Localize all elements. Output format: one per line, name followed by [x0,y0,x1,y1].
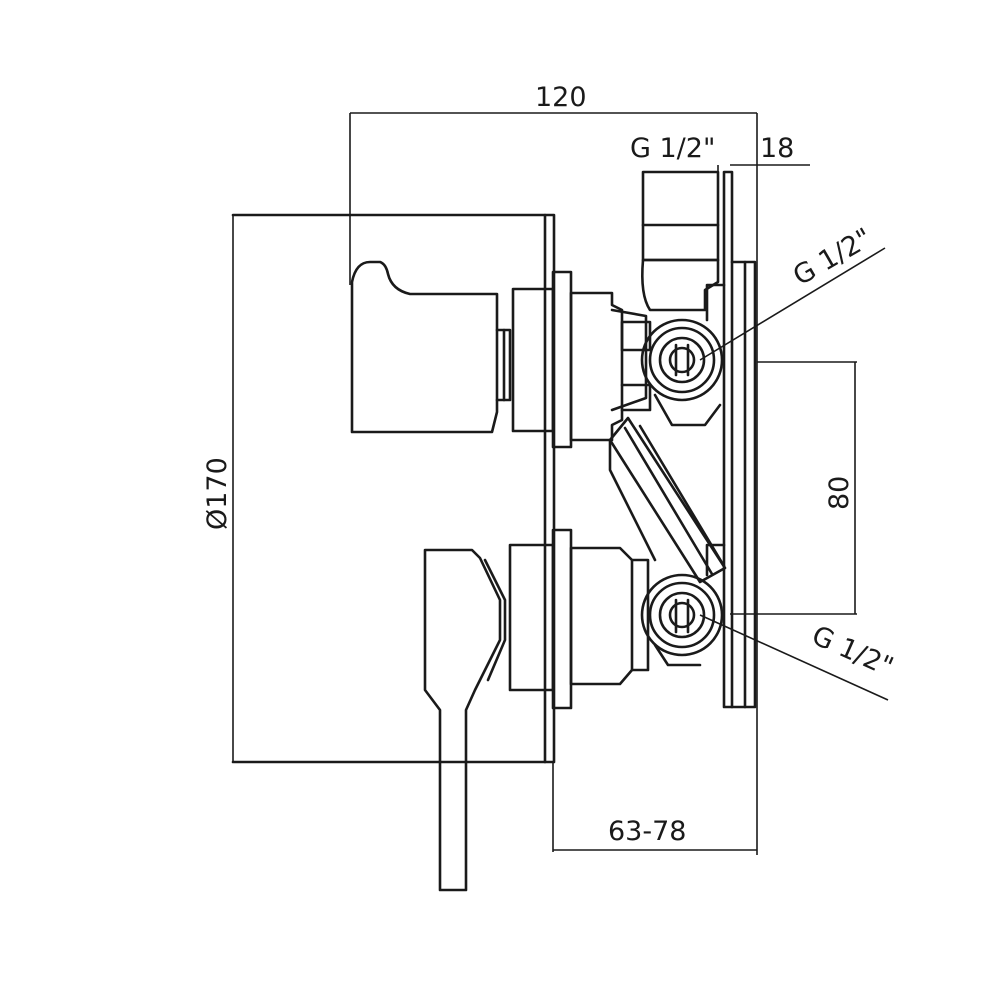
mounting-plate [705,170,757,709]
dimension-labels: 120 G 1/2" 18 G 1/2" G 1/2" 80 Ø170 63-7… [202,82,898,847]
dim-label-80: 80 [824,476,855,510]
dim-label-thread-upper: G 1/2" [788,223,877,293]
connecting-bar [608,416,727,584]
mixer-lever [423,548,507,892]
diverter-knob [350,260,512,434]
dim-label-120: 120 [535,82,587,113]
dim-label-18: 18 [760,133,794,164]
dim-label-diameter: Ø170 [202,457,233,530]
upper-fitting [620,318,724,427]
lower-fitting [640,573,724,667]
dim-label-thread-lower: G 1/2" [807,620,898,683]
upper-cartridge [511,270,648,449]
cover-plate [231,213,556,764]
dim-label-63-78: 63-78 [608,816,686,847]
dimension-lines [232,112,889,855]
dim-label-thread-top: G 1/2" [630,133,715,164]
lower-cartridge [508,528,650,710]
